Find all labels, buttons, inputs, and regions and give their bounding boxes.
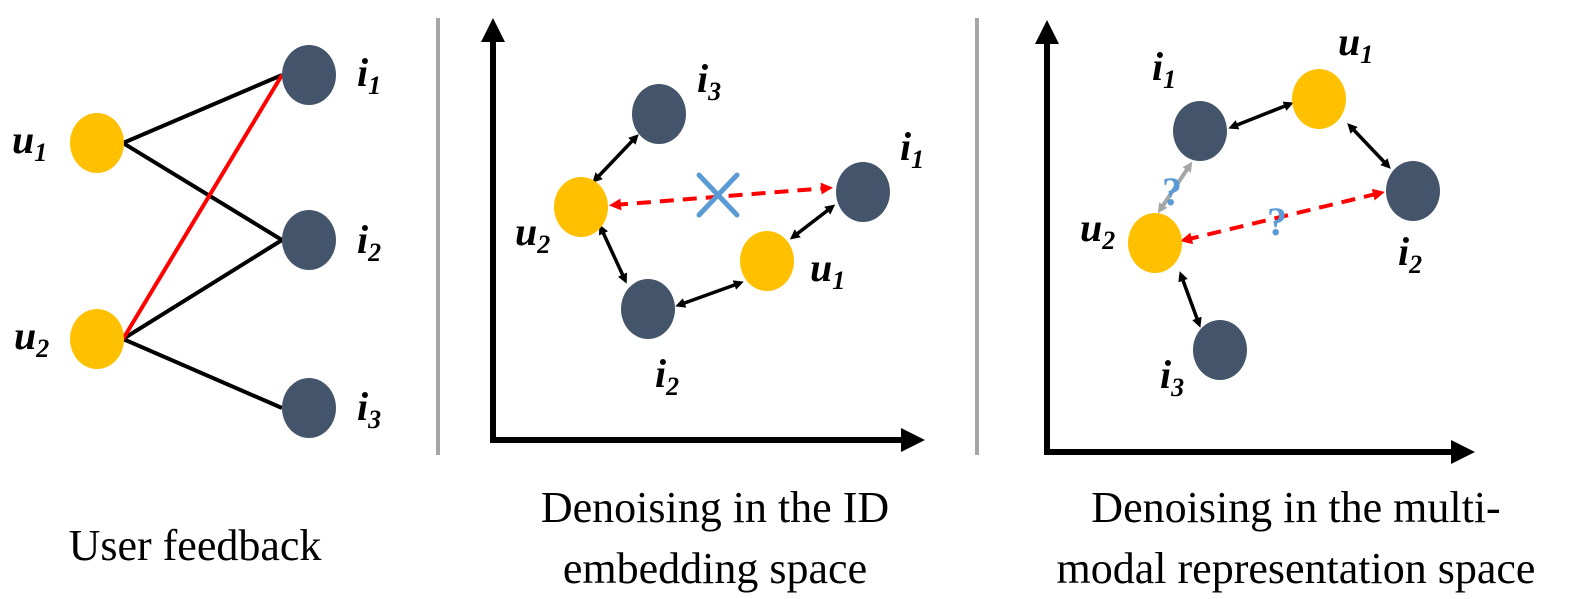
noisy-edge-u2-i1 <box>121 73 284 341</box>
caption-user-feedback: User feedback <box>69 521 322 570</box>
edge-u1-i1 <box>122 73 283 145</box>
node-label-i2: i2 <box>655 351 679 401</box>
arrow-i2-u1 <box>675 280 744 308</box>
item-node-i1 <box>1173 101 1227 161</box>
arrow-u2-i3 <box>592 134 639 183</box>
item-node-i3 <box>1193 320 1247 380</box>
item-node-i2 <box>282 210 336 270</box>
node-label-u2: u2 <box>515 209 550 259</box>
noisy-dashed-arrow-u2-i1 <box>609 182 833 211</box>
item-node-i1 <box>282 45 336 105</box>
user-node-u2 <box>1128 213 1182 273</box>
node-label-u1: u1 <box>12 117 47 167</box>
user-node-u1 <box>70 113 124 173</box>
arrow-i1-u1 <box>1228 101 1294 130</box>
arrow-u1-i1 <box>789 204 836 240</box>
question-mark-u2-i2: ? <box>1267 199 1287 244</box>
item-node-i3 <box>632 84 686 144</box>
node-label-i3: i3 <box>697 56 721 106</box>
node-label-i2: i2 <box>1398 229 1422 279</box>
caption-id-embedding-line1: Denoising in the ID <box>541 483 889 532</box>
caption-id-embedding-line2: embedding space <box>563 544 867 593</box>
node-label-i2: i2 <box>357 217 381 267</box>
panel-multimodal-representation-space: ? ? i1 u1 i2 u2 i3 Denoising in the mult… <box>1035 19 1536 593</box>
user-node-u1 <box>740 231 794 291</box>
node-label-i1: i1 <box>357 50 381 100</box>
question-mark-u2-i1: ? <box>1162 169 1182 214</box>
node-label-u1: u1 <box>1338 19 1373 69</box>
panel-user-feedback: u1 u2 i1 i2 i3 User feedback <box>12 45 381 570</box>
x-mark-icon <box>696 172 740 218</box>
node-label-i1: i1 <box>1152 44 1176 94</box>
arrow-u2-i3 <box>1178 271 1202 328</box>
node-label-i1: i1 <box>900 124 924 174</box>
edge-u1-i2 <box>121 141 284 242</box>
item-node-i2 <box>621 279 675 339</box>
node-label-i3: i3 <box>357 384 381 434</box>
user-node-u2 <box>554 177 608 237</box>
user-node-u2 <box>70 309 124 369</box>
item-node-i1 <box>836 162 890 222</box>
node-label-i3: i3 <box>1160 352 1184 402</box>
caption-multimodal-line1: Denoising in the multi- <box>1091 483 1500 532</box>
edge-u2-i3 <box>122 337 283 410</box>
arrow-u1-i2 <box>1347 123 1391 169</box>
dashed-arrow-u2-i2 <box>1180 188 1385 245</box>
item-node-i3 <box>282 378 336 438</box>
grey-arrow-u2-i1 <box>1157 161 1193 214</box>
node-label-u2: u2 <box>14 313 49 363</box>
panel-id-embedding-space: i3 u2 i1 u1 i2 Denoising in the ID embed… <box>481 18 925 593</box>
caption-multimodal-line2: modal representation space <box>1057 544 1536 593</box>
edge-u2-i2 <box>121 238 284 341</box>
item-node-i2 <box>1386 161 1440 221</box>
node-label-u1: u1 <box>810 245 845 295</box>
user-node-u1 <box>1292 69 1346 129</box>
arrow-u2-i2 <box>598 224 628 284</box>
node-label-u2: u2 <box>1080 205 1115 255</box>
